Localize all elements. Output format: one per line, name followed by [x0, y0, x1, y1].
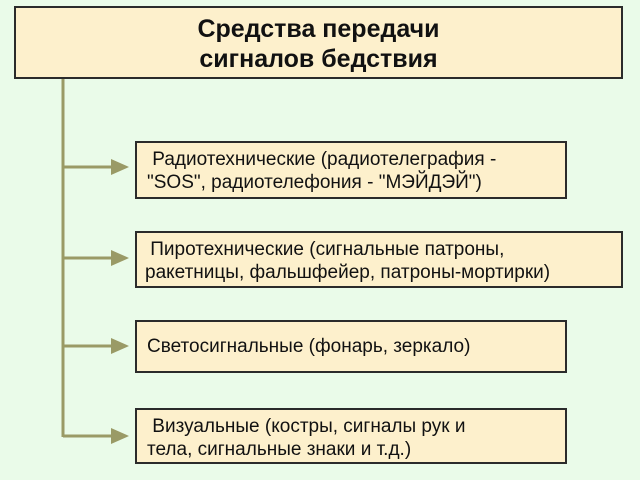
item-text: Радиотехнические (радиотелеграфия - — [147, 149, 497, 170]
arrow-icon — [111, 250, 129, 266]
item-pyro: Пиротехнические (сигнальные патроны, рак… — [135, 231, 623, 288]
title-line-2: сигналов бедствия — [199, 45, 438, 73]
arrow-icon — [111, 159, 129, 175]
arrow-icon — [111, 428, 129, 444]
item-radio: Радиотехнические (радиотелеграфия - "SOS… — [135, 141, 567, 199]
item-text: Пиротехнические (сигнальные патроны, — [145, 239, 505, 260]
item-text: Светосигнальные (фонарь, зеркало) — [147, 336, 471, 357]
item-light: Светосигнальные (фонарь, зеркало) — [135, 320, 567, 373]
item-text: ракетницы, фальшфейер, патроны-мортирки) — [145, 262, 551, 283]
title-line-1: Средства передачи — [197, 15, 440, 43]
item-text: тела, сигнальные знаки и т.д.) — [147, 439, 412, 460]
title-box: Средства передачи сигналов бедствия — [14, 6, 623, 79]
arrow-icon — [111, 338, 129, 354]
item-text: "SOS", радиотелефония - "МЭЙДЭЙ") — [147, 172, 482, 193]
item-text: Визуальные (костры, сигналы рук и — [147, 416, 466, 437]
item-visual: Визуальные (костры, сигналы рук и тела, … — [135, 408, 567, 464]
